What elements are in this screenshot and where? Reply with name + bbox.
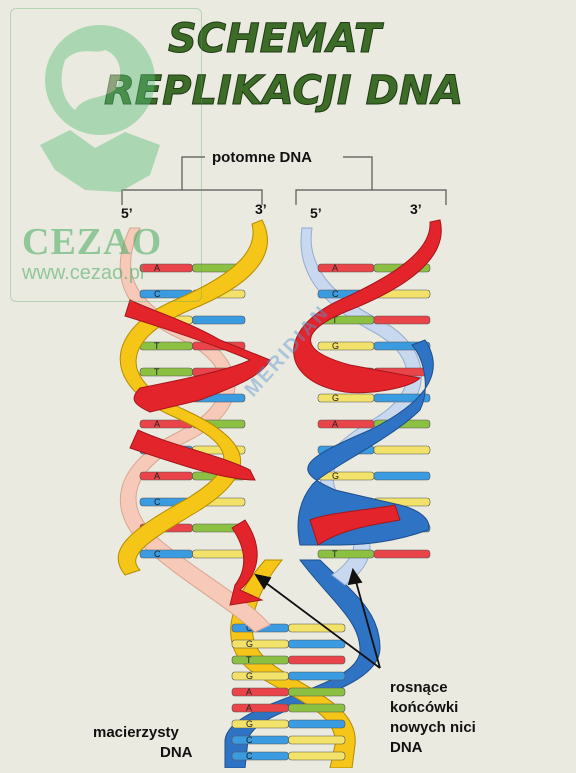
- bottom-pair-base-3: [288, 671, 346, 681]
- arrows: [254, 567, 381, 669]
- bottom-base-4: [231, 687, 289, 697]
- right-pair-base-11: [373, 549, 431, 559]
- bottom-pair-base-6: [288, 719, 346, 729]
- right-5-prime: 5’: [310, 205, 322, 221]
- parent-dna-label: macierzysty DNA: [93, 724, 193, 761]
- daughter-dna-label: potomne DNA: [212, 149, 312, 166]
- bottom-base-3: [231, 671, 289, 681]
- bottom-base-label-6: G: [246, 719, 253, 729]
- left-daughter-helix: ACGTTGACACAC: [117, 219, 271, 633]
- bottom-base-8: [231, 751, 289, 761]
- left-base-label-11: C: [154, 549, 161, 559]
- right-base-5: [317, 393, 375, 403]
- growing-ends-line-2: końcówki: [390, 699, 458, 716]
- right-base-6: [317, 419, 375, 429]
- right-base-label-3: G: [332, 341, 339, 351]
- bottom-base-label-0: C: [246, 623, 253, 633]
- growing-ends-line-1: rosnące: [390, 679, 448, 696]
- right-base-label-1: C: [332, 289, 339, 299]
- daughter-bracket: [121, 156, 447, 205]
- bottom-pair-base-4: [288, 687, 346, 697]
- left-base-label-8: A: [154, 471, 160, 481]
- title-line-2: REPLIKACJI DNA: [104, 68, 463, 114]
- bottom-base-label-2: T: [246, 655, 252, 665]
- watermark-frame: [10, 8, 202, 302]
- left-base-8: [139, 471, 193, 481]
- bottom-base-label-3: G: [246, 671, 253, 681]
- bottom-base-2: [231, 655, 289, 665]
- bottom-base-5: [231, 703, 289, 713]
- left-base-label-3: T: [154, 341, 160, 351]
- left-base-label-6: A: [154, 419, 160, 429]
- bottom-base-label-7: C: [246, 735, 253, 745]
- left-pair-base-2: [192, 315, 246, 325]
- right-base-label-0: A: [332, 263, 338, 273]
- bottom-base-7: [231, 735, 289, 745]
- right-base-label-6: A: [332, 419, 338, 429]
- bottom-base-label-8: C: [246, 751, 253, 761]
- bottom-pair-base-0: [288, 623, 346, 633]
- bottom-pair-base-1: [288, 639, 346, 649]
- left-base-label-0: A: [154, 263, 160, 273]
- parent-dna-line-2: DNA: [160, 744, 193, 761]
- bottom-base-6: [231, 719, 289, 729]
- right-pair-base-8: [373, 471, 431, 481]
- bottom-base-label-1: G: [246, 639, 253, 649]
- left-base-label-1: C: [154, 289, 161, 299]
- left-5-prime: 5’: [121, 205, 133, 221]
- watermark-url: www.cezao.pl: [22, 262, 145, 284]
- growing-ends-label: rosnące końcówki nowych nici DNA: [390, 679, 480, 756]
- bottom-pair-base-7: [288, 735, 346, 745]
- left-base-label-9: C: [154, 497, 161, 507]
- right-daughter-helix: ACTGTGACGCGT: [293, 219, 442, 586]
- left-base-3: [139, 341, 193, 351]
- growing-ends-line-3: nowych nici: [390, 719, 476, 736]
- bottom-base-label-4: A: [246, 687, 252, 697]
- right-base-11: [317, 549, 375, 559]
- watermark-brand: CEZAO: [22, 221, 163, 263]
- right-base-label-8: G: [332, 471, 339, 481]
- right-base-0: [317, 263, 375, 273]
- right-base-label-5: G: [332, 393, 339, 403]
- growing-ends-line-4: DNA: [390, 739, 423, 756]
- left-3-prime: 3’: [255, 201, 267, 217]
- parent-dna-line-1: macierzysty: [93, 724, 180, 741]
- left-base-11: [139, 549, 193, 559]
- right-base-3: [317, 341, 375, 351]
- left-pair-base-11: [192, 549, 246, 559]
- right-3-prime: 3’: [410, 201, 422, 217]
- bottom-base-label-5: A: [246, 703, 252, 713]
- bottom-pair-base-8: [288, 751, 346, 761]
- watermark-logo: [40, 25, 160, 192]
- right-pair-base-2: [373, 315, 431, 325]
- left-base-4: [139, 367, 193, 377]
- right-pair-base-7: [373, 445, 431, 455]
- left-base-label-4: T: [154, 367, 160, 377]
- bottom-pair-base-5: [288, 703, 346, 713]
- bottom-pair-base-2: [288, 655, 346, 665]
- right-base-label-2: T: [332, 315, 338, 325]
- bottom-base-1: [231, 639, 289, 649]
- right-base-label-11: T: [332, 549, 338, 559]
- title-line-1: SCHEMAT: [168, 16, 384, 62]
